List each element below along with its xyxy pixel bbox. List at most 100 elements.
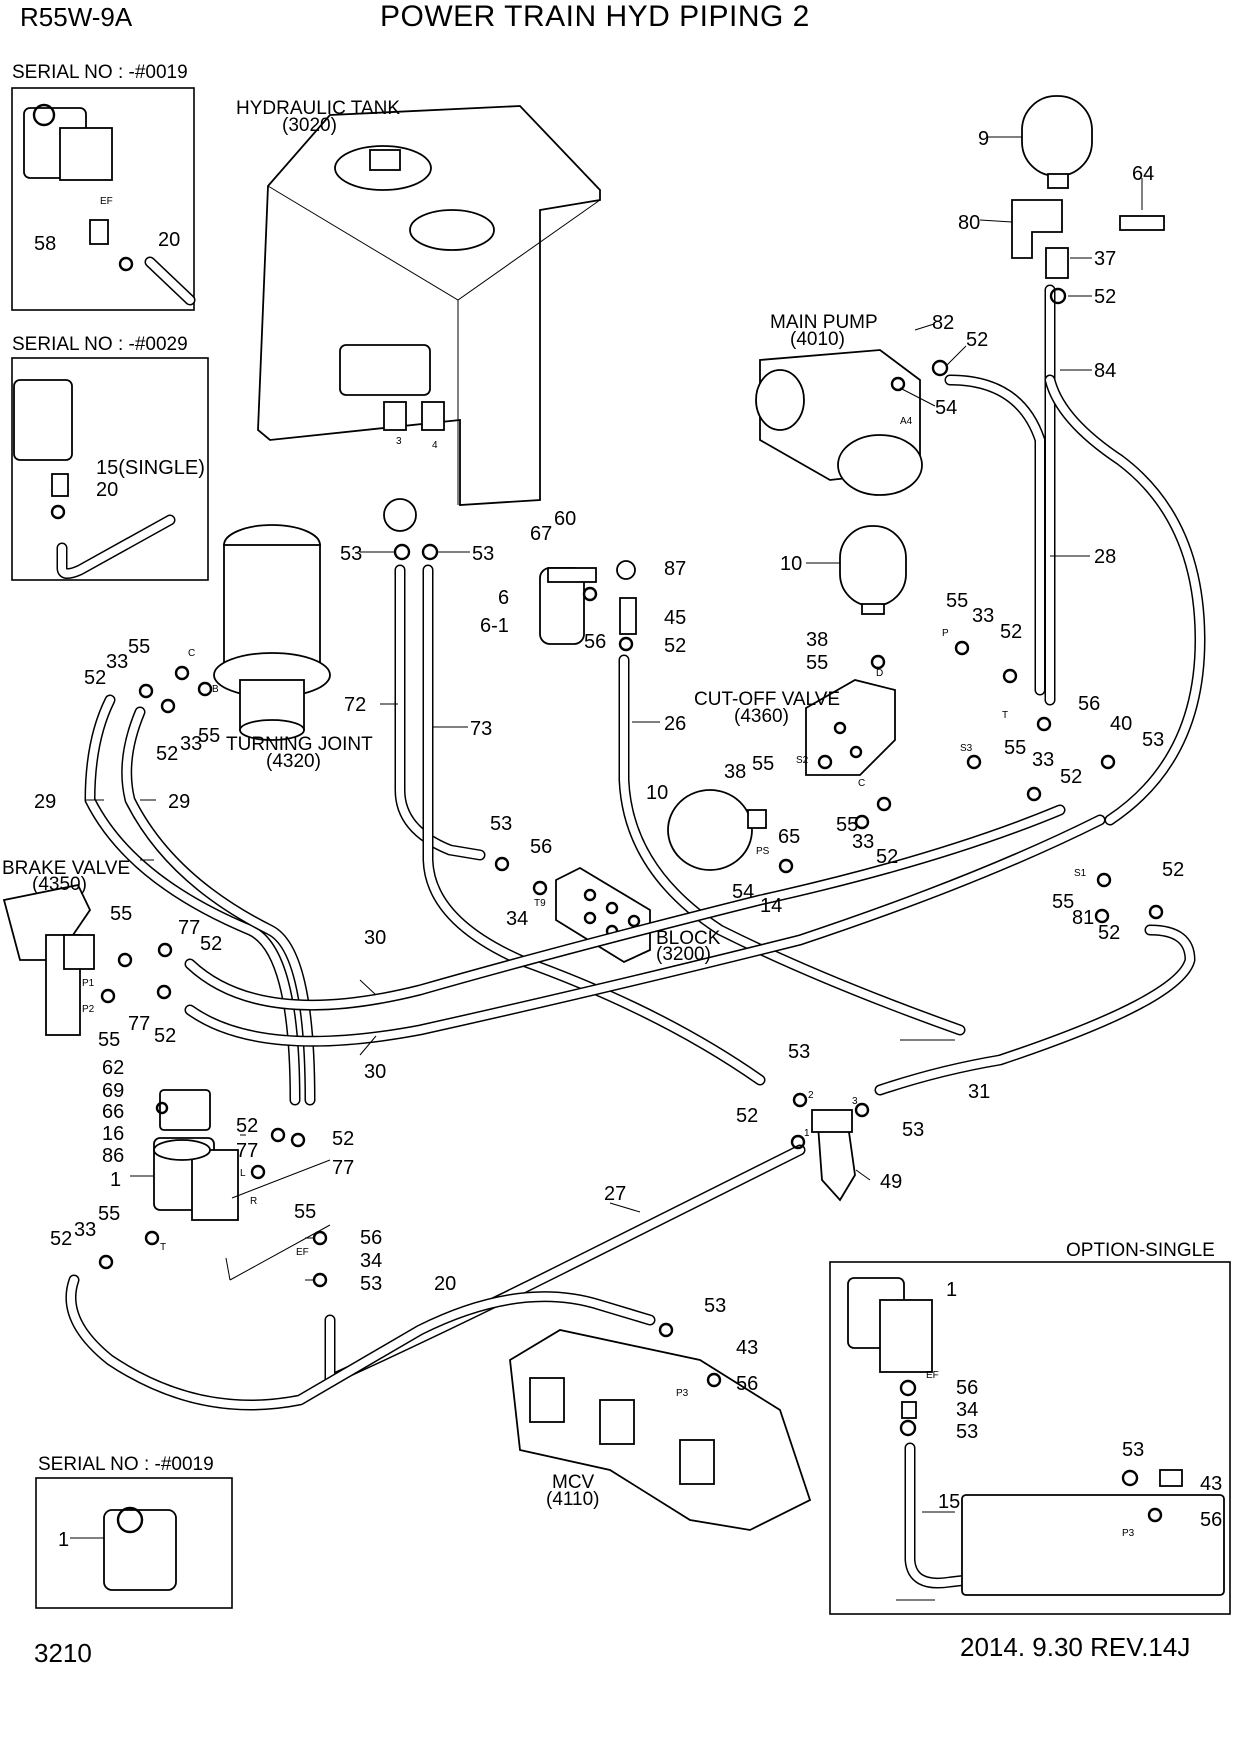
- callout: 52: [84, 667, 106, 689]
- hoses: [65, 284, 1206, 1411]
- label-turning-joint-code: (4320): [266, 751, 321, 772]
- callout: 52: [1162, 859, 1184, 881]
- callout: 29: [168, 791, 190, 813]
- callout: 55: [836, 814, 858, 836]
- callout: 9: [978, 128, 989, 150]
- label-cutoff-valve: CUT-OFF VALVE: [694, 689, 840, 710]
- callout: 55: [1052, 891, 1074, 913]
- callout: 37: [1094, 248, 1116, 270]
- port-mark: 1: [804, 1128, 810, 1139]
- callout: 16: [102, 1123, 124, 1145]
- callout: 80: [958, 212, 980, 234]
- port-mark: T: [160, 1242, 166, 1253]
- callout: 73: [470, 718, 492, 740]
- callout: 55: [198, 725, 220, 747]
- callout: 52: [1060, 766, 1082, 788]
- callout: 52: [1098, 922, 1120, 944]
- callout: 53: [902, 1119, 924, 1141]
- callout: 28: [1094, 546, 1116, 568]
- callout: 33: [852, 831, 874, 853]
- callout: 49: [880, 1171, 902, 1193]
- callout: 38: [724, 761, 746, 783]
- label-serial-0029: SERIAL NO : -#0029: [12, 334, 188, 355]
- bracket-49: [811, 1109, 856, 1202]
- callout: 55: [98, 1029, 120, 1051]
- inset-serial-0029: [11, 357, 209, 581]
- port-mark: 4: [432, 440, 438, 451]
- main-pump: [755, 349, 923, 496]
- callout: 45: [664, 607, 686, 629]
- steering-unit-1: [153, 1089, 239, 1221]
- label-serial-0019-top: SERIAL NO : -#0019: [12, 62, 188, 83]
- port-mark: A4: [900, 416, 913, 427]
- callout-numbers: 9 64 80 37 52 84 82 52 54 28 10 55 33 52…: [34, 128, 1222, 1551]
- callout: 33: [180, 733, 202, 755]
- callout: 66: [102, 1101, 124, 1123]
- port-mark: T: [1002, 710, 1008, 721]
- label-hydraulic-tank-code: (3020): [282, 115, 337, 136]
- label-main-pump: MAIN PUMP: [770, 312, 878, 333]
- callout: 20: [434, 1273, 456, 1295]
- label-cutoff-valve-code: (4360): [734, 706, 789, 727]
- port-mark: B: [212, 684, 219, 695]
- mcv-4110: [509, 1329, 812, 1531]
- accumulator-9: [1011, 95, 1165, 279]
- cutoff-valve: [805, 679, 896, 776]
- callout: 86: [102, 1145, 124, 1167]
- callout: 34: [956, 1399, 978, 1421]
- callout: 1: [946, 1279, 957, 1301]
- callout: 33: [74, 1219, 96, 1241]
- callout: 55: [946, 590, 968, 612]
- callout: 64: [1132, 163, 1154, 185]
- callout: 77: [332, 1157, 354, 1179]
- port-mark: 2: [808, 1090, 814, 1101]
- callout: 56: [1078, 693, 1100, 715]
- callout: 34: [360, 1250, 382, 1272]
- callout: 52: [966, 329, 988, 351]
- callout: 53: [360, 1273, 382, 1295]
- callout: 30: [364, 1061, 386, 1083]
- callout: 52: [154, 1025, 176, 1047]
- label-block: BLOCK: [656, 928, 721, 949]
- callout: 15: [938, 1491, 960, 1513]
- label-mcv-code: (4110): [546, 1489, 600, 1510]
- line-filter-6: [539, 560, 637, 645]
- callout: 54: [935, 397, 957, 419]
- callout: 38: [806, 629, 828, 651]
- callout: 52: [156, 743, 178, 765]
- callout: 53: [472, 543, 494, 565]
- callout: 20: [158, 229, 180, 251]
- page-number: 3210: [34, 1638, 92, 1668]
- callout: 69: [102, 1080, 124, 1102]
- label-option-single: OPTION-SINGLE: [1066, 1240, 1215, 1261]
- accumulator-10-top: [839, 525, 907, 615]
- leader-lines: [70, 136, 1143, 1601]
- callout: 34: [506, 908, 528, 930]
- callout: 65: [778, 826, 800, 848]
- label-brake-valve-code: (4350): [32, 874, 87, 895]
- port-mark: P2: [82, 1004, 95, 1015]
- callout: 30: [364, 927, 386, 949]
- callout: 53: [340, 543, 362, 565]
- callout: 52: [1000, 621, 1022, 643]
- port-mark: C: [188, 648, 195, 659]
- callout: 10: [780, 553, 802, 575]
- callout: 52: [236, 1115, 258, 1137]
- inset-option-single: [829, 1261, 1231, 1615]
- callout: 56: [956, 1377, 978, 1399]
- callout: 87: [664, 558, 686, 580]
- callout: 15(SINGLE): [96, 457, 205, 479]
- port-mark: R: [250, 1196, 257, 1207]
- callout: 53: [490, 813, 512, 835]
- callout: 53: [956, 1421, 978, 1443]
- callout: 67: [530, 523, 552, 545]
- callout: 58: [34, 233, 56, 255]
- callout: 55: [110, 903, 132, 925]
- callout: 82: [932, 312, 954, 334]
- callout: 27: [604, 1183, 626, 1205]
- port-mark: EF: [296, 1247, 309, 1258]
- callout: 55: [1004, 737, 1026, 759]
- callout: 54: [732, 881, 754, 903]
- callout: 52: [200, 933, 222, 955]
